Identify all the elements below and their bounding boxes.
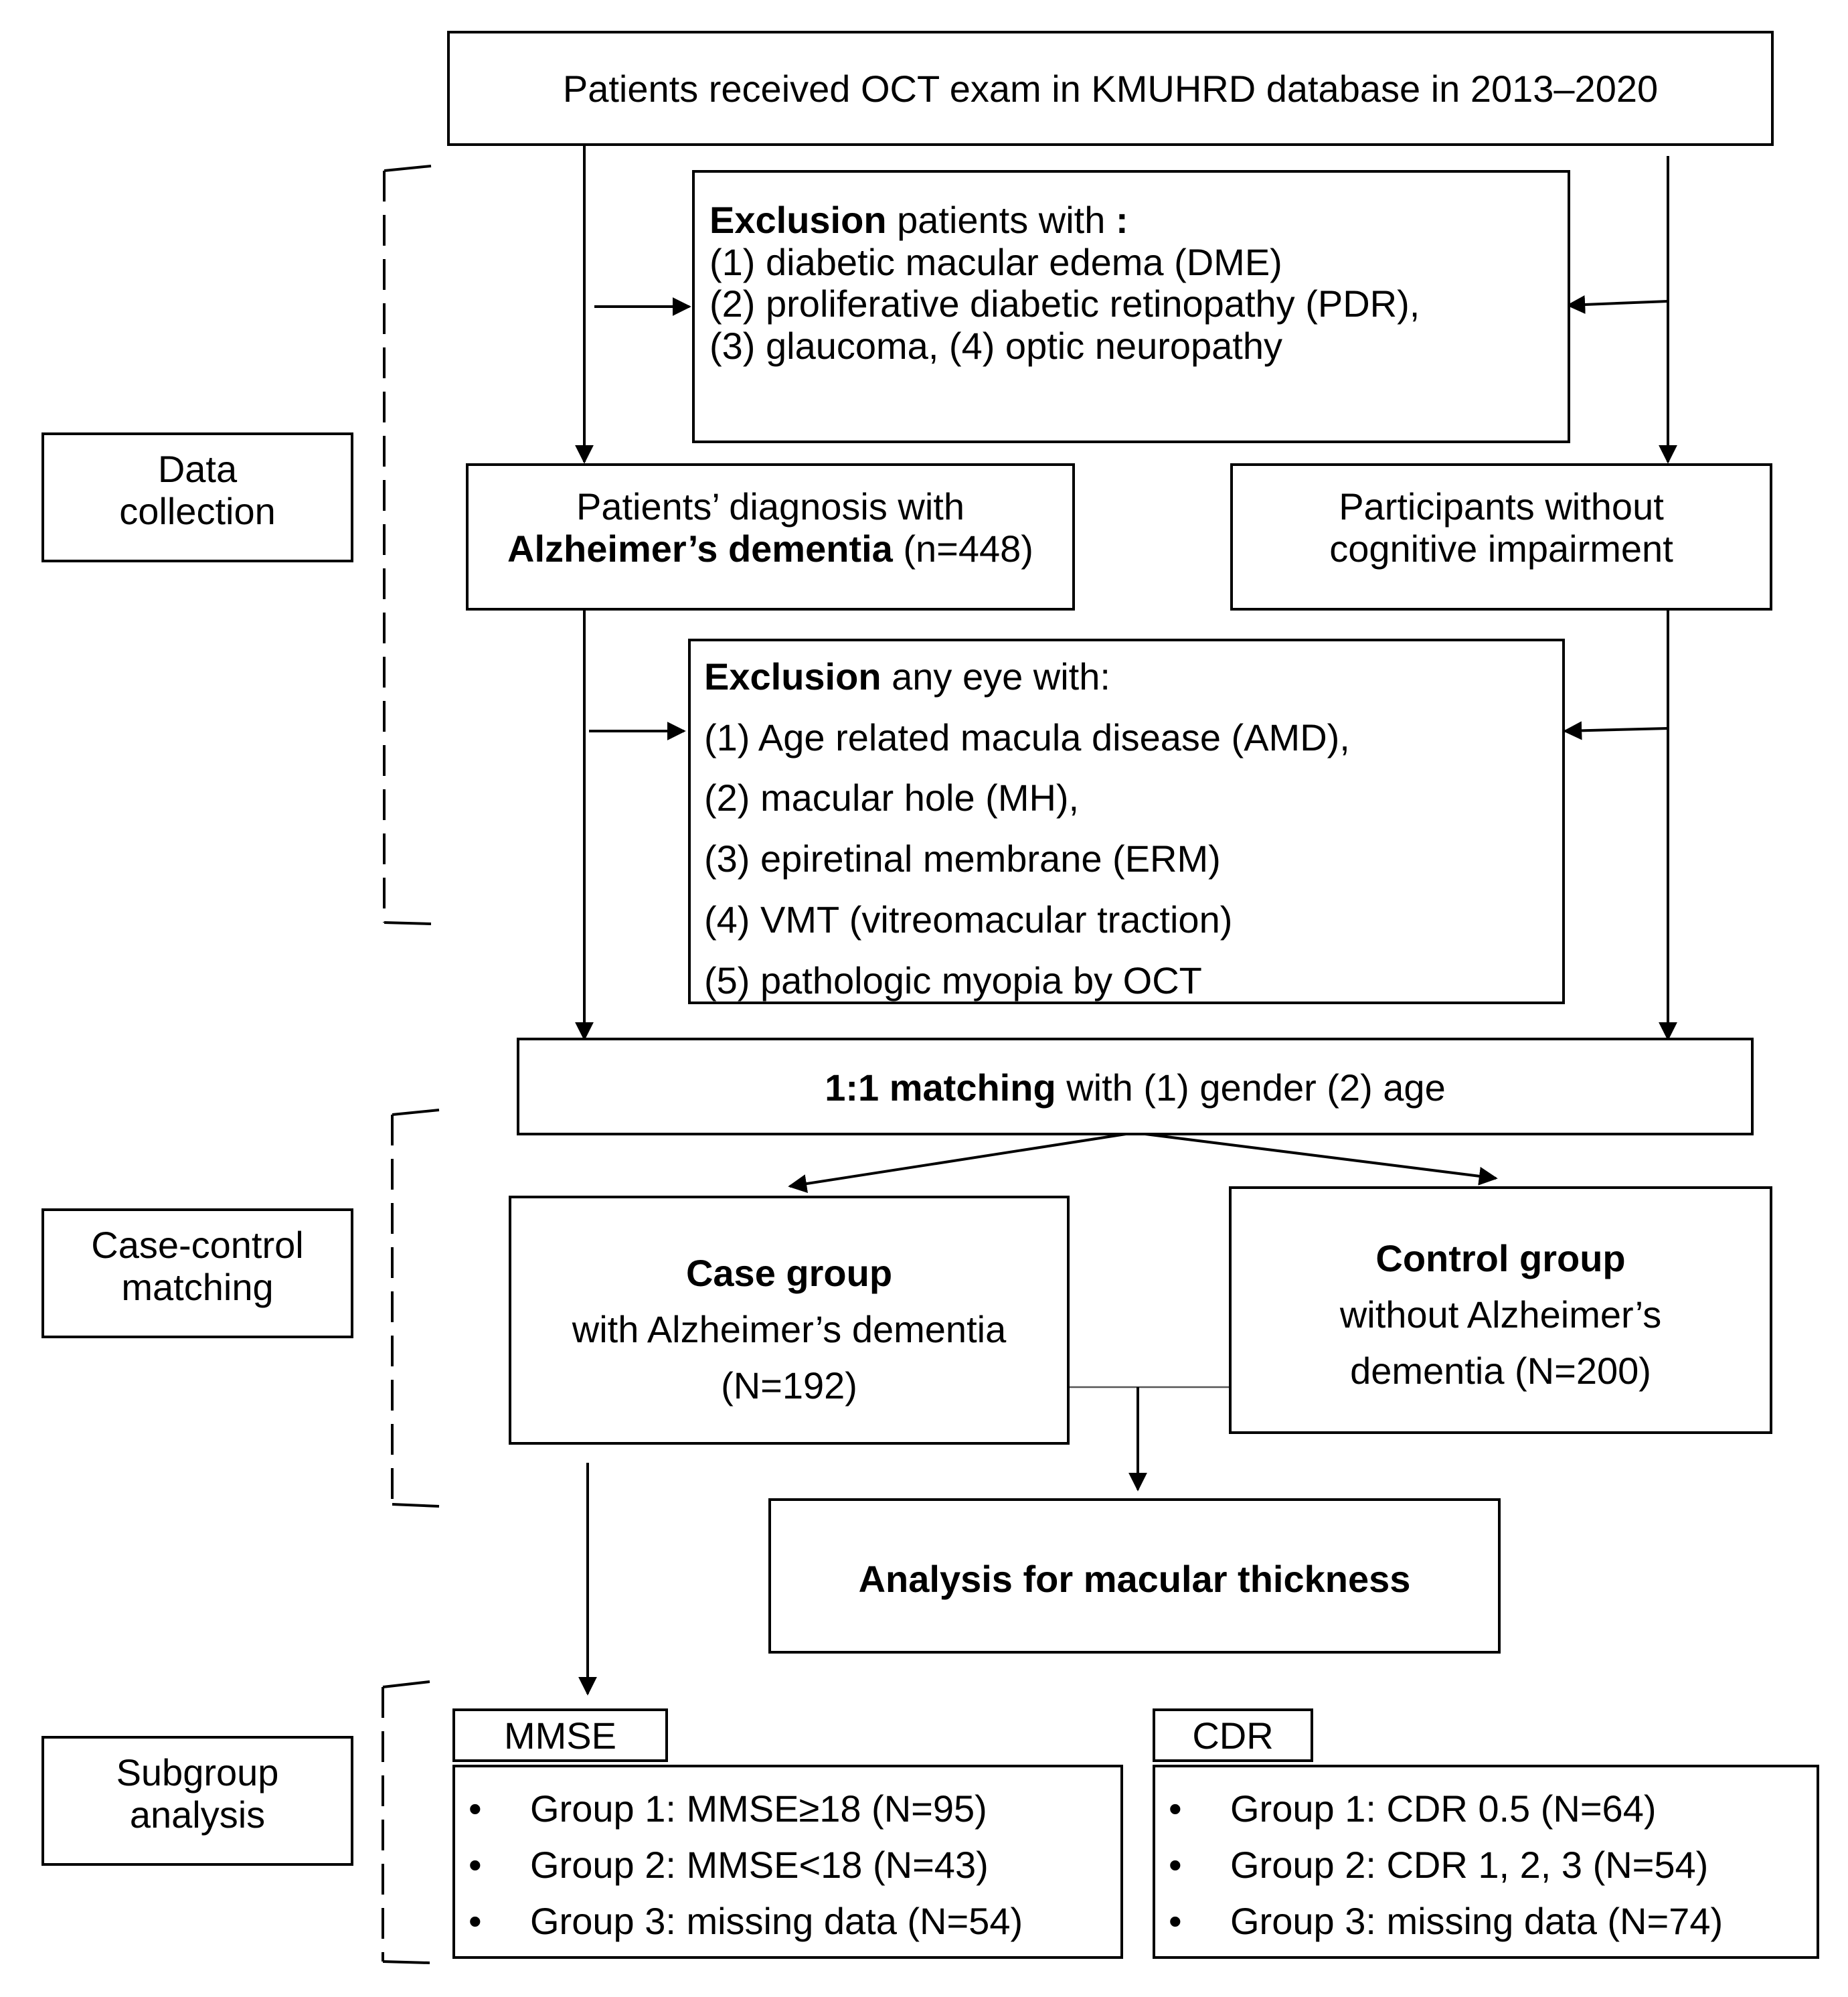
mmse-label: MMSE — [504, 1714, 616, 1757]
exclusion-2-heading: Exclusion any eye with: — [704, 647, 1350, 708]
exclusion-1-bold: Exclusion — [709, 199, 887, 241]
bullet-icon: • — [1169, 1787, 1182, 1830]
cdr-label: CDR — [1192, 1714, 1274, 1757]
analysis-text: Analysis for macular thickness — [858, 1558, 1411, 1600]
cdr-group-item: Group 1: CDR 0.5 (N=64) — [1230, 1787, 1657, 1830]
exclusion-2-rest: any eye with: — [881, 655, 1110, 698]
control-group-line3: dementia (N=200) — [1350, 1350, 1651, 1392]
exclusion-1-heading: Exclusion patients with : — [709, 199, 1420, 242]
analysis-box: Analysis for macular thickness — [768, 1498, 1501, 1654]
control-group-box: Control group without Alzheimer’s dement… — [1229, 1186, 1772, 1434]
label-case-control-line2: matching — [121, 1265, 274, 1308]
top-box-text: Patients received OCT exam in KMUHRD dat… — [562, 68, 1659, 110]
exclusion-box-2: Exclusion any eye with: (1) Age related … — [688, 639, 1565, 1004]
matching-rest: with (1) gender (2) age — [1056, 1066, 1446, 1109]
alzheimer-patients-line1: Patients’ diagnosis with — [576, 485, 964, 528]
control-group-line2: without Alzheimer’s — [1339, 1293, 1662, 1336]
mmse-groups-box: Group 1: MMSE≥18 (N=95) Group 2: MMSE<18… — [452, 1765, 1123, 1959]
case-group-box: Case group with Alzheimer’s dementia (N=… — [509, 1196, 1070, 1445]
cdr-group-item: Group 2: CDR 1, 2, 3 (N=54) — [1230, 1844, 1709, 1886]
alzheimer-patients-bold: Alzheimer’s dementia — [507, 527, 893, 570]
cdr-groups-box: Group 1: CDR 0.5 (N=64) Group 2: CDR 1, … — [1153, 1765, 1819, 1959]
exclusion-2-item: (4) VMT (vitreomacular traction) — [704, 898, 1233, 941]
exclusion-2-item: (1) Age related macula disease (AMD), — [704, 716, 1350, 758]
bullet-icon: • — [1169, 1900, 1182, 1942]
label-subgroup-line1: Subgroup — [116, 1751, 279, 1793]
exclusion-1-rest: patients with — [886, 199, 1116, 241]
matching-text: 1:1 matching with (1) gender (2) age — [519, 1066, 1751, 1109]
case-group-line3: (N=192) — [721, 1364, 857, 1407]
exclusion-box-1: Exclusion patients with : (1) diabetic m… — [692, 170, 1570, 443]
matching-bold: 1:1 matching — [825, 1066, 1056, 1109]
mmse-label-box: MMSE — [452, 1708, 668, 1762]
label-data-collection-line2: collection — [119, 489, 276, 532]
exclusion-2-item: (3) epiretinal membrane (ERM) — [704, 837, 1221, 880]
mmse-group-item: Group 1: MMSE≥18 (N=95) — [530, 1787, 987, 1830]
bullet-icon: • — [469, 1844, 482, 1886]
matching-box: 1:1 matching with (1) gender (2) age — [517, 1038, 1754, 1135]
alzheimer-patients-box: Patients’ diagnosis with Alzheimer’s dem… — [466, 463, 1075, 611]
arrow-right-to-exclusion2 — [1563, 721, 1669, 740]
exclusion-1-item: (2) proliferative diabetic retinopathy (… — [709, 283, 1420, 325]
label-data-collection-line1: Data — [157, 448, 238, 490]
alzheimer-patients-line2: Alzheimer’s dementia (n=448) — [469, 528, 1072, 570]
mmse-group-item: Group 2: MMSE<18 (N=43) — [530, 1844, 989, 1886]
label-subgroup: Subgroup analysis — [41, 1736, 353, 1866]
label-data-collection: Data collection — [41, 432, 353, 562]
case-group-line2: with Alzheimer’s dementia — [572, 1308, 1007, 1350]
arrow-right-to-exclusion1 — [1566, 295, 1669, 314]
exclusion-2-item: (2) macular hole (MH), — [704, 777, 1080, 819]
bullet-icon: • — [469, 1787, 482, 1830]
exclusion-1-item: (1) diabetic macular edema (DME) — [709, 240, 1282, 283]
arrow-matching-to-case — [788, 1131, 1135, 1193]
top-box: Patients received OCT exam in KMUHRD dat… — [447, 31, 1774, 146]
exclusion-2-item: (5) pathologic myopia by OCT — [704, 959, 1202, 1002]
bullet-icon: • — [1169, 1844, 1182, 1886]
label-subgroup-line2: analysis — [129, 1793, 266, 1836]
controls-line2: cognitive impairment — [1329, 527, 1673, 570]
cdr-group-item: Group 3: missing data (N=74) — [1230, 1900, 1724, 1942]
label-case-control: Case-control matching — [41, 1208, 353, 1338]
bullet-icon: • — [469, 1900, 482, 1942]
control-group-title: Control group — [1375, 1237, 1626, 1279]
exclusion-1-colon: : — [1115, 199, 1128, 241]
exclusion-1-item: (3) glaucoma, (4) optic neuropathy — [709, 325, 1282, 368]
alzheimer-patients-count: (n=448) — [892, 527, 1033, 570]
label-case-control-line1: Case-control — [91, 1224, 304, 1266]
exclusion-2-bold: Exclusion — [704, 655, 881, 698]
controls-box: Participants without cognitive impairmen… — [1230, 463, 1772, 611]
cdr-label-box: CDR — [1153, 1708, 1313, 1762]
mmse-group-item: Group 3: missing data (N=54) — [530, 1900, 1023, 1942]
case-group-title: Case group — [685, 1252, 893, 1294]
controls-line1: Participants without — [1339, 485, 1664, 528]
arrow-matching-to-control — [1134, 1131, 1498, 1186]
